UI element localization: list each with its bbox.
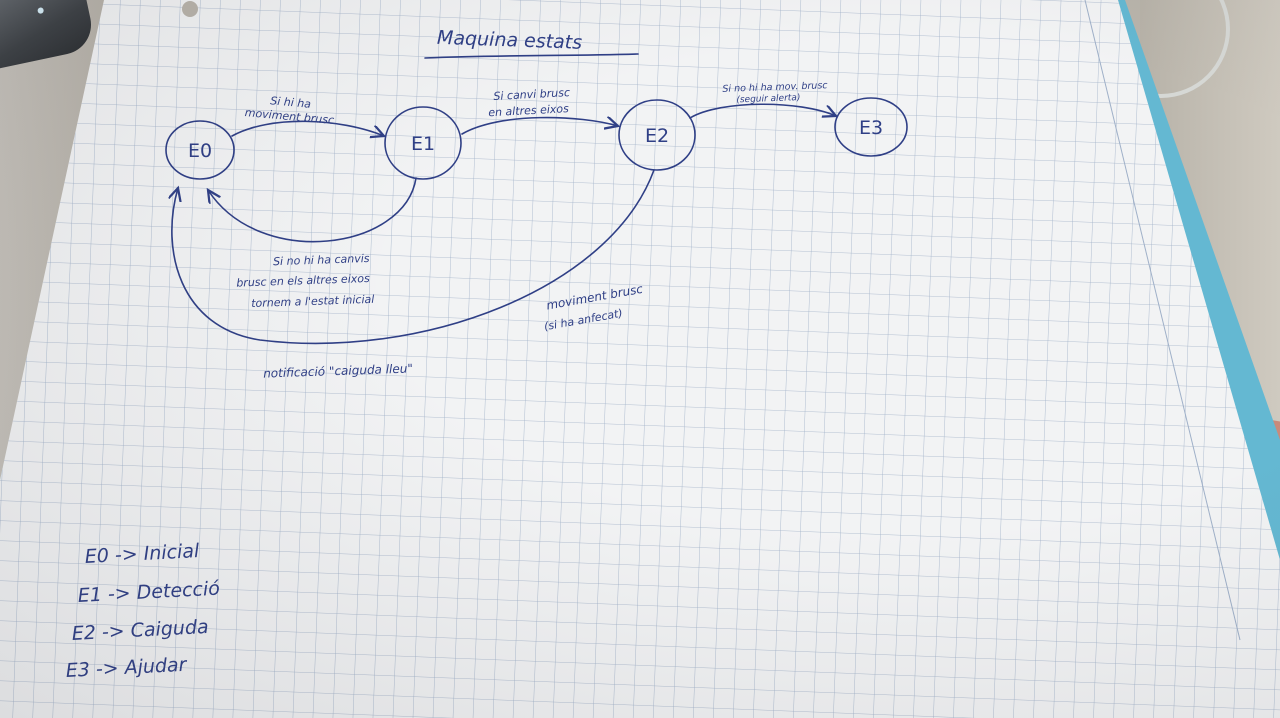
label-e0-e1-line1: Si hi ha xyxy=(270,94,312,111)
label-e1-e0-line3: tornem a l'estat inicial xyxy=(251,293,375,310)
arrow-e0-to-e1 xyxy=(231,120,384,136)
state-e1-label: E1 xyxy=(411,133,435,155)
arrow-e2-to-e0 xyxy=(172,169,655,345)
label-e1-e2-line1: Si canvi brusc xyxy=(493,86,570,103)
state-e2: E2 xyxy=(618,99,696,171)
device-led-icon xyxy=(37,7,45,15)
label-e2-e3-line1: Si no hi ha mov. brusc xyxy=(722,80,828,95)
arrow-e1-to-e2 xyxy=(461,118,618,135)
arrow-e1-to-e0 xyxy=(208,177,417,243)
label-e1-e0-line2: brusc en els altres eixos xyxy=(236,272,370,290)
state-e0-label: E0 xyxy=(188,140,212,162)
label-e1-e2: Si canvi brusc en altres eixos xyxy=(488,86,570,119)
label-e2-e0-b: notificació "caiguda lleu" xyxy=(263,361,413,380)
margin-line xyxy=(1084,0,1241,641)
label-e2-e3-line2: (seguir alerta) xyxy=(736,93,800,105)
arrow-e2-to-e3 xyxy=(689,103,836,119)
state-e2-label: E2 xyxy=(645,125,669,147)
state-e3: E3 xyxy=(834,97,908,157)
label-e1-e2-line2: en altres eixos xyxy=(488,102,569,119)
state-e0: E0 xyxy=(165,120,235,180)
label-e1-e0: Si no hi ha canvis brusc en els altres e… xyxy=(236,252,375,310)
state-e1: E1 xyxy=(384,106,462,180)
state-e3-label: E3 xyxy=(859,117,883,139)
label-e2-e3: Si no hi ha mov. brusc (seguir alerta) xyxy=(722,80,828,105)
punch-hole xyxy=(182,1,198,17)
label-e1-e0-line1: Si no hi ha canvis xyxy=(273,252,370,268)
diagram-title: Maquina estats xyxy=(437,27,583,54)
title-underline xyxy=(424,53,639,59)
